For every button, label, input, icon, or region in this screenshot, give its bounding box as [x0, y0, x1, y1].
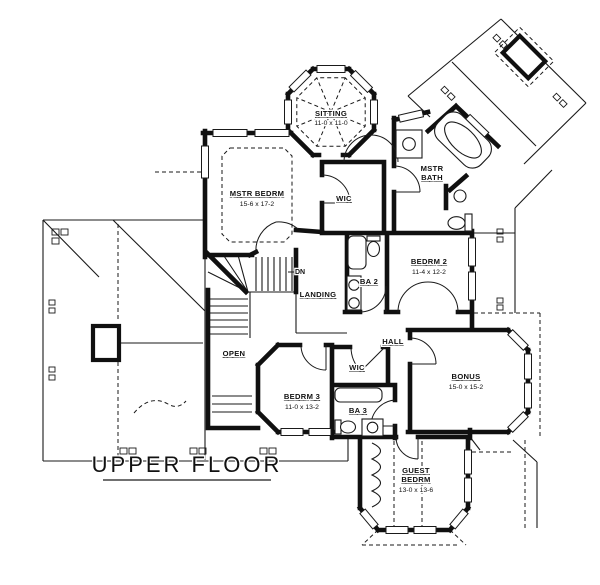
toilet — [447, 216, 466, 230]
room-label-mstr-bath-2: BATH — [421, 173, 443, 182]
room-dims-bonus: 15-0 x 15-2 — [449, 384, 484, 391]
room-label-guest-1: GUEST — [402, 466, 430, 475]
chimney-2-dash — [493, 26, 555, 88]
room-label-guest-2: BEDRM — [401, 475, 430, 484]
fixtures — [334, 111, 492, 437]
ba2-toilet-tank — [366, 235, 381, 242]
room-label-bedrm-3: BEDRM 3 — [284, 392, 320, 401]
windows — [201, 65, 532, 534]
roof-vents — [48, 33, 568, 455]
closet-scallops — [370, 442, 382, 508]
ba2-toilet — [366, 240, 381, 258]
ba3-toilet — [339, 420, 357, 434]
chimney-2 — [499, 32, 549, 82]
room-label-bonus: BONUS — [452, 372, 481, 381]
room-label-sitting: SITTING — [315, 109, 347, 118]
dashed-lines — [117, 77, 541, 546]
master-tub — [434, 111, 492, 169]
label-dn: DN — [295, 269, 305, 276]
room-label-open: OPEN — [223, 349, 246, 358]
room-label-ba-2: BA 2 — [360, 277, 378, 286]
room-label-bedrm-2: BEDRM 2 — [411, 257, 447, 266]
room-label-wic-master: WIC — [336, 194, 352, 203]
room-dims-sitting: 11-0 x 11-0 — [314, 120, 348, 127]
room-dims-mstr-bedrm: 15-6 x 17-2 — [240, 201, 275, 208]
ba3-tub — [334, 387, 383, 403]
page-title: UPPER FLOOR — [92, 452, 283, 477]
bath-sink-2 — [453, 189, 467, 203]
stairs — [207, 254, 347, 413]
roof-lines — [42, 18, 587, 528]
room-label-ba-3: BA 3 — [349, 406, 367, 415]
ba2-sink-2 — [348, 297, 360, 309]
room-label-wic-2: WIC — [349, 363, 365, 372]
room-label-landing: LANDING — [300, 290, 337, 299]
room-dims-bedrm-2: 11-4 x 12-2 — [412, 269, 446, 276]
room-dims-guest: 13-0 x 13-6 — [399, 487, 434, 494]
room-label-mstr-bath-1: MSTR — [421, 164, 444, 173]
room-label-mstr-bedrm: MSTR BEDRM — [230, 189, 284, 198]
ba2-tub — [347, 235, 367, 270]
room-dims-bedrm-3: 11-0 x 13-2 — [285, 404, 319, 411]
toilet-tank — [464, 213, 473, 232]
chimney — [90, 323, 122, 363]
bath-sink — [402, 137, 416, 151]
labels: SITTING 11-0 x 11-0 MSTR BEDRM 15-6 x 17… — [90, 108, 484, 496]
ba3-sink — [366, 421, 379, 434]
room-label-hall: HALL — [382, 337, 404, 346]
ba2-sink-1 — [348, 279, 360, 291]
